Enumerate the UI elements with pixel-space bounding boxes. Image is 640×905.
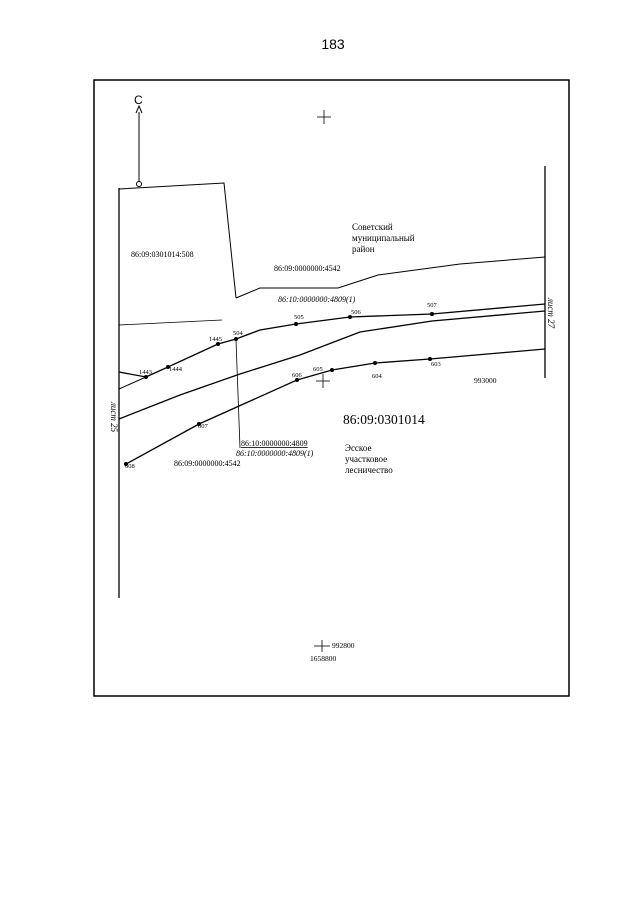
coord-label-y: 992800 — [332, 641, 355, 650]
parcel-508-boundary — [118, 182, 237, 299]
route-line-upper — [118, 303, 546, 378]
point-603-icon — [428, 357, 432, 361]
point-label: 605 — [313, 366, 323, 373]
point-label: 607 — [198, 423, 209, 430]
point-1444-icon — [166, 365, 170, 369]
parcel-4542-boundary — [235, 256, 546, 299]
point-1445-icon — [216, 342, 220, 346]
point-605-icon — [330, 368, 334, 372]
point-label: 1443 — [139, 369, 152, 376]
point-label: 608 — [125, 463, 135, 470]
grid-cross-icon — [314, 640, 330, 652]
grid-cross-icon — [317, 110, 331, 124]
point-label: 505 — [294, 314, 304, 321]
coord-label-x: 1658800 — [310, 654, 337, 663]
parcel-label-4809: 86:10:0000000:4809 — [241, 439, 308, 448]
point-label: 603 — [431, 361, 441, 368]
parcel-508-bottom — [118, 319, 223, 326]
block-label: 86:09:0301014 — [343, 412, 425, 427]
parcel-label-4542-top: 86:09:0000000:4542 — [274, 264, 341, 273]
coord-label-top-right: 993000 — [474, 376, 497, 385]
point-607-icon — [197, 422, 201, 426]
point-label: 606 — [292, 372, 303, 379]
forestry-line-1: Эсское — [345, 443, 371, 453]
point-label: 1445 — [209, 336, 222, 343]
north-label: С — [134, 93, 143, 107]
point-505-icon — [294, 322, 298, 326]
point-608-icon — [124, 462, 128, 466]
parcel-label-508: 86:09:0301014:508 — [131, 250, 194, 259]
page-number: 183 — [321, 36, 345, 52]
point-label: 604 — [372, 373, 383, 380]
district-line-3: район — [352, 244, 375, 254]
leader-line — [235, 339, 241, 449]
sheet-label-left: лист 25 — [109, 401, 119, 433]
parcel-label-4809-1-bottom: 86:10:0000000:4809(1) — [236, 449, 314, 458]
route-line-middle — [118, 310, 546, 420]
forestry-line-3: лесничество — [345, 465, 393, 475]
point-604-icon — [373, 361, 377, 365]
point-label: 504 — [233, 330, 244, 337]
grid-cross-icon — [316, 374, 330, 388]
point-1443-icon — [144, 375, 148, 379]
route-line-lower — [125, 348, 546, 465]
point-label: 1444 — [169, 366, 183, 373]
point-507-icon — [430, 312, 434, 316]
point-504-icon — [234, 337, 238, 341]
survey-points — [124, 312, 434, 466]
parcel-label-4809-1-top: 86:10:0000000:4809(1) — [278, 295, 356, 304]
district-line-1: Советский — [352, 222, 393, 232]
sheet-label-right: лист 27 — [546, 297, 556, 329]
point-label: 507 — [427, 302, 438, 309]
forestry-line-2: участковое — [345, 454, 387, 464]
parcel-label-4542-bottom: 86:09:0000000:4542 — [174, 459, 241, 468]
district-line-2: муниципальный — [352, 233, 415, 243]
map-frame — [93, 79, 570, 697]
north-arrow-icon — [135, 104, 143, 187]
point-label: 506 — [351, 309, 362, 316]
point-606-icon — [295, 378, 299, 382]
point-506-icon — [348, 315, 352, 319]
